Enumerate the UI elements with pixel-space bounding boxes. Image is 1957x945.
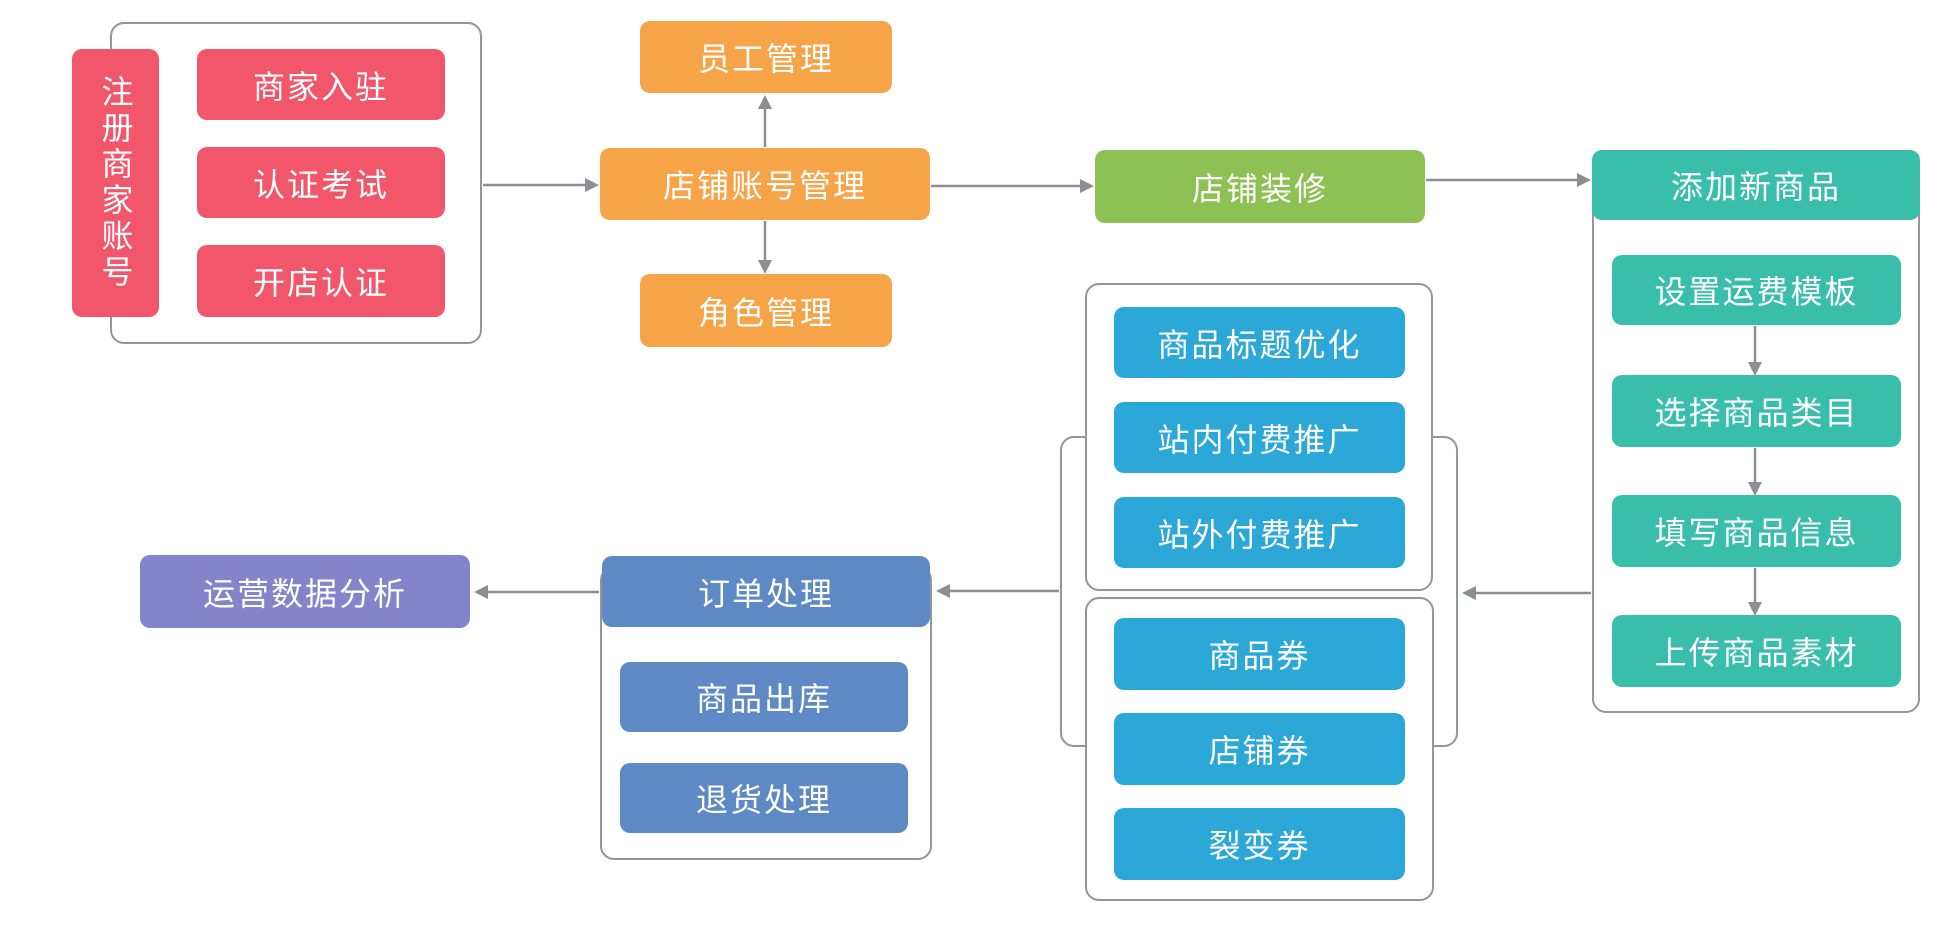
operation-analysis-label: 运营数据分析 bbox=[202, 575, 407, 612]
arrow-decoration-to-addproduct bbox=[1426, 173, 1591, 187]
product-step-shipping-template-label: 设置运费模板 bbox=[1654, 274, 1859, 310]
register-step-certify[interactable]: 开店认证 bbox=[197, 245, 445, 317]
order-step-outbound[interactable]: 商品出库 bbox=[620, 662, 908, 732]
promotion-item-title-optimize[interactable]: 商品标题优化 bbox=[1114, 307, 1405, 378]
product-step-shipping-template[interactable]: 设置运费模板 bbox=[1612, 255, 1901, 325]
coupon-item-fission[interactable]: 裂变券 bbox=[1114, 808, 1405, 880]
arrow-account-to-employee bbox=[758, 95, 772, 147]
order-processing-header-label: 订单处理 bbox=[697, 575, 834, 612]
product-step-category-label: 选择商品类目 bbox=[1654, 395, 1859, 431]
promotion-item-onsite-paid-label: 站内付费推广 bbox=[1157, 421, 1362, 458]
promotion-item-offsite-paid[interactable]: 站外付费推广 bbox=[1114, 497, 1405, 568]
product-step-material[interactable]: 上传商品素材 bbox=[1612, 615, 1901, 687]
register-step-entry-label: 商家入驻 bbox=[252, 68, 389, 105]
coupon-item-fission-label: 裂变券 bbox=[1208, 828, 1311, 864]
employee-management-node[interactable]: 员工管理 bbox=[640, 21, 892, 93]
shop-decoration-label: 店铺装修 bbox=[1191, 170, 1328, 207]
register-step-exam-label: 认证考试 bbox=[252, 166, 389, 203]
promotion-item-offsite-paid-label: 站外付费推广 bbox=[1157, 516, 1362, 553]
product-step-info[interactable]: 填写商品信息 bbox=[1612, 495, 1901, 567]
order-step-returns[interactable]: 退货处理 bbox=[620, 763, 908, 833]
arrow-orders-to-analysis bbox=[474, 585, 599, 599]
promotion-item-title-optimize-label: 商品标题优化 bbox=[1157, 326, 1362, 363]
register-step-exam[interactable]: 认证考试 bbox=[197, 147, 445, 218]
product-step-info-label: 填写商品信息 bbox=[1654, 515, 1859, 551]
arrow-addproduct-to-marketing bbox=[1462, 586, 1591, 600]
employee-management-label: 员工管理 bbox=[697, 41, 834, 77]
coupon-item-product-label: 商品券 bbox=[1208, 638, 1311, 674]
register-step-certify-label: 开店认证 bbox=[252, 265, 389, 301]
account-management-label: 店铺账号管理 bbox=[662, 168, 867, 204]
promotion-item-onsite-paid[interactable]: 站内付费推广 bbox=[1114, 402, 1405, 473]
arrow-account-to-decoration bbox=[931, 179, 1094, 193]
operation-analysis-node[interactable]: 运营数据分析 bbox=[140, 555, 470, 628]
shop-decoration-node[interactable]: 店铺装修 bbox=[1095, 150, 1425, 223]
register-vertical-label: 注册商家账号 bbox=[97, 75, 134, 291]
arrow-account-to-role bbox=[758, 221, 772, 274]
order-step-returns-label: 退货处理 bbox=[695, 782, 832, 818]
product-step-category[interactable]: 选择商品类目 bbox=[1612, 375, 1901, 447]
product-step-material-label: 上传商品素材 bbox=[1654, 635, 1859, 671]
coupon-item-product[interactable]: 商品券 bbox=[1114, 618, 1405, 690]
order-step-outbound-label: 商品出库 bbox=[695, 681, 832, 717]
arrow-register-to-account bbox=[483, 178, 599, 192]
add-product-header-node[interactable]: 添加新商品 bbox=[1592, 150, 1920, 220]
role-management-node[interactable]: 角色管理 bbox=[640, 274, 892, 347]
arrow-marketing-to-orders bbox=[936, 584, 1059, 598]
add-product-header-label: 添加新商品 bbox=[1670, 169, 1841, 205]
register-step-entry[interactable]: 商家入驻 bbox=[197, 49, 445, 120]
register-vertical-node[interactable]: 注册商家账号 bbox=[72, 49, 159, 317]
order-processing-header-node[interactable]: 订单处理 bbox=[602, 556, 930, 627]
role-management-label: 角色管理 bbox=[697, 294, 834, 331]
coupon-item-shop[interactable]: 店铺券 bbox=[1114, 713, 1405, 785]
coupon-item-shop-label: 店铺券 bbox=[1208, 733, 1311, 769]
account-management-node[interactable]: 店铺账号管理 bbox=[600, 148, 930, 220]
